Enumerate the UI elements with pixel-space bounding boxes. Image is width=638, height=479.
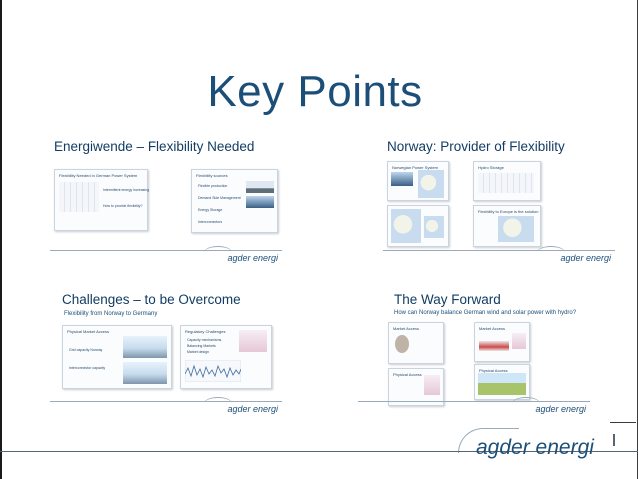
slide-subtitle: How can Norway balance German wind and s… bbox=[394, 310, 577, 316]
card-title: Physical Market Access bbox=[67, 329, 110, 334]
slide-card: Physical Access bbox=[388, 368, 444, 406]
sky-image bbox=[123, 362, 167, 384]
chart-image bbox=[59, 182, 99, 212]
slide-thumbnail-way-forward[interactable]: The Way Forward How can Norway balance G… bbox=[358, 290, 590, 416]
card-line: Balancing Markets bbox=[187, 344, 216, 348]
card-title: Physical Access bbox=[393, 372, 422, 377]
photo-image bbox=[391, 172, 413, 186]
slide-card: Physical Market Access Grid capacity Nor… bbox=[62, 325, 172, 389]
bottom-rule bbox=[0, 451, 638, 452]
card-line: Interconnector capacity bbox=[69, 366, 106, 370]
diagram-image bbox=[479, 341, 509, 351]
slide-card: Physical Access bbox=[474, 364, 530, 400]
footer-logo: agder energi bbox=[227, 404, 278, 414]
slide-title: Challenges – to be Overcome bbox=[62, 292, 241, 307]
corner-tick bbox=[613, 434, 615, 446]
landscape-image bbox=[478, 373, 526, 395]
europe-map-image bbox=[424, 375, 440, 395]
slide-card: Flexibility to Europe is the solution bbox=[473, 205, 541, 247]
map-image bbox=[498, 216, 534, 242]
footer-rule bbox=[358, 401, 590, 402]
europe-map-image bbox=[512, 333, 526, 349]
card-line: How to provide flexibility? bbox=[103, 204, 143, 208]
europe-map-image bbox=[239, 330, 267, 352]
logo-arc bbox=[512, 397, 540, 410]
left-edge-line bbox=[0, 0, 2, 479]
city-image bbox=[246, 181, 274, 193]
slide-thumbnail-norway[interactable]: Norway: Provider of Flexibility Norwegia… bbox=[383, 139, 615, 265]
card-title: Market Access bbox=[393, 326, 420, 331]
corner-line bbox=[610, 422, 636, 423]
slide-thumbnail-energiwende[interactable]: Energiwende – Flexibility Needed Flexibi… bbox=[50, 139, 282, 265]
logo-arc bbox=[204, 246, 232, 259]
footer-rule bbox=[50, 401, 282, 402]
card-title: Flexibility to Europe is the solution bbox=[478, 209, 539, 214]
person-photo bbox=[395, 335, 409, 353]
brand-logo: agder energi bbox=[476, 436, 594, 459]
slide-title: Norway: Provider of Flexibility bbox=[387, 139, 565, 154]
card-title: Flexibility Needed in German Power Syste… bbox=[59, 173, 138, 178]
card-title: Physical Access bbox=[479, 368, 508, 373]
footer-rule bbox=[383, 250, 615, 251]
logo-arc bbox=[537, 246, 565, 259]
footer-logo: agder energi bbox=[535, 404, 586, 414]
slide-card: Market Access bbox=[388, 322, 444, 364]
card-line: Interconnectors bbox=[198, 220, 223, 224]
page-title: Key Points bbox=[207, 67, 423, 116]
card-line: Grid capacity Norway bbox=[69, 348, 103, 352]
logo-arc bbox=[204, 397, 232, 410]
slide-card: Flexibility sources Flexible production … bbox=[191, 169, 278, 233]
slide-title: Energiwende – Flexibility Needed bbox=[54, 139, 255, 154]
card-line: Market design bbox=[187, 350, 209, 354]
slide-card: Flexibility Needed in German Power Syste… bbox=[54, 169, 150, 231]
slide-card bbox=[387, 205, 449, 247]
card-line: Capacity mechanisms bbox=[187, 338, 222, 342]
slide-card: Market Access bbox=[474, 322, 530, 362]
sky-image bbox=[123, 336, 167, 358]
card-line: Demand Side Management bbox=[198, 196, 241, 200]
footer-logo: agder energi bbox=[560, 253, 611, 263]
card-line: Energy Storage bbox=[198, 208, 223, 212]
slide-thumbnail-challenges[interactable]: Challenges – to be Overcome Flexibility … bbox=[50, 290, 282, 416]
chart-image bbox=[478, 173, 534, 193]
card-title: Flexibility sources bbox=[196, 173, 228, 178]
footer-logo: agder energi bbox=[227, 253, 278, 263]
card-title: Norwegian Power System bbox=[392, 165, 439, 170]
slide-card: Norwegian Power System bbox=[387, 161, 449, 201]
slide-card: Hydro Storage bbox=[473, 161, 541, 201]
card-line: Flexible production bbox=[198, 184, 228, 188]
footer-rule bbox=[50, 250, 282, 251]
map-image bbox=[391, 209, 421, 243]
map-image bbox=[424, 216, 444, 238]
map-image bbox=[418, 170, 444, 198]
card-title: Hydro Storage bbox=[478, 165, 504, 170]
slide-subtitle: Flexibility from Norway to Germany bbox=[64, 311, 158, 317]
slide-title: The Way Forward bbox=[394, 292, 501, 307]
slide-card: Regulatory Challenges Capacity mechanism… bbox=[180, 325, 272, 389]
price-chart-image bbox=[185, 360, 241, 382]
card-line: Intermittent energy increasing bbox=[103, 188, 150, 192]
sea-image bbox=[246, 196, 274, 208]
card-title: Market Access bbox=[479, 326, 506, 331]
card-title: Regulatory Challenges bbox=[185, 329, 226, 334]
